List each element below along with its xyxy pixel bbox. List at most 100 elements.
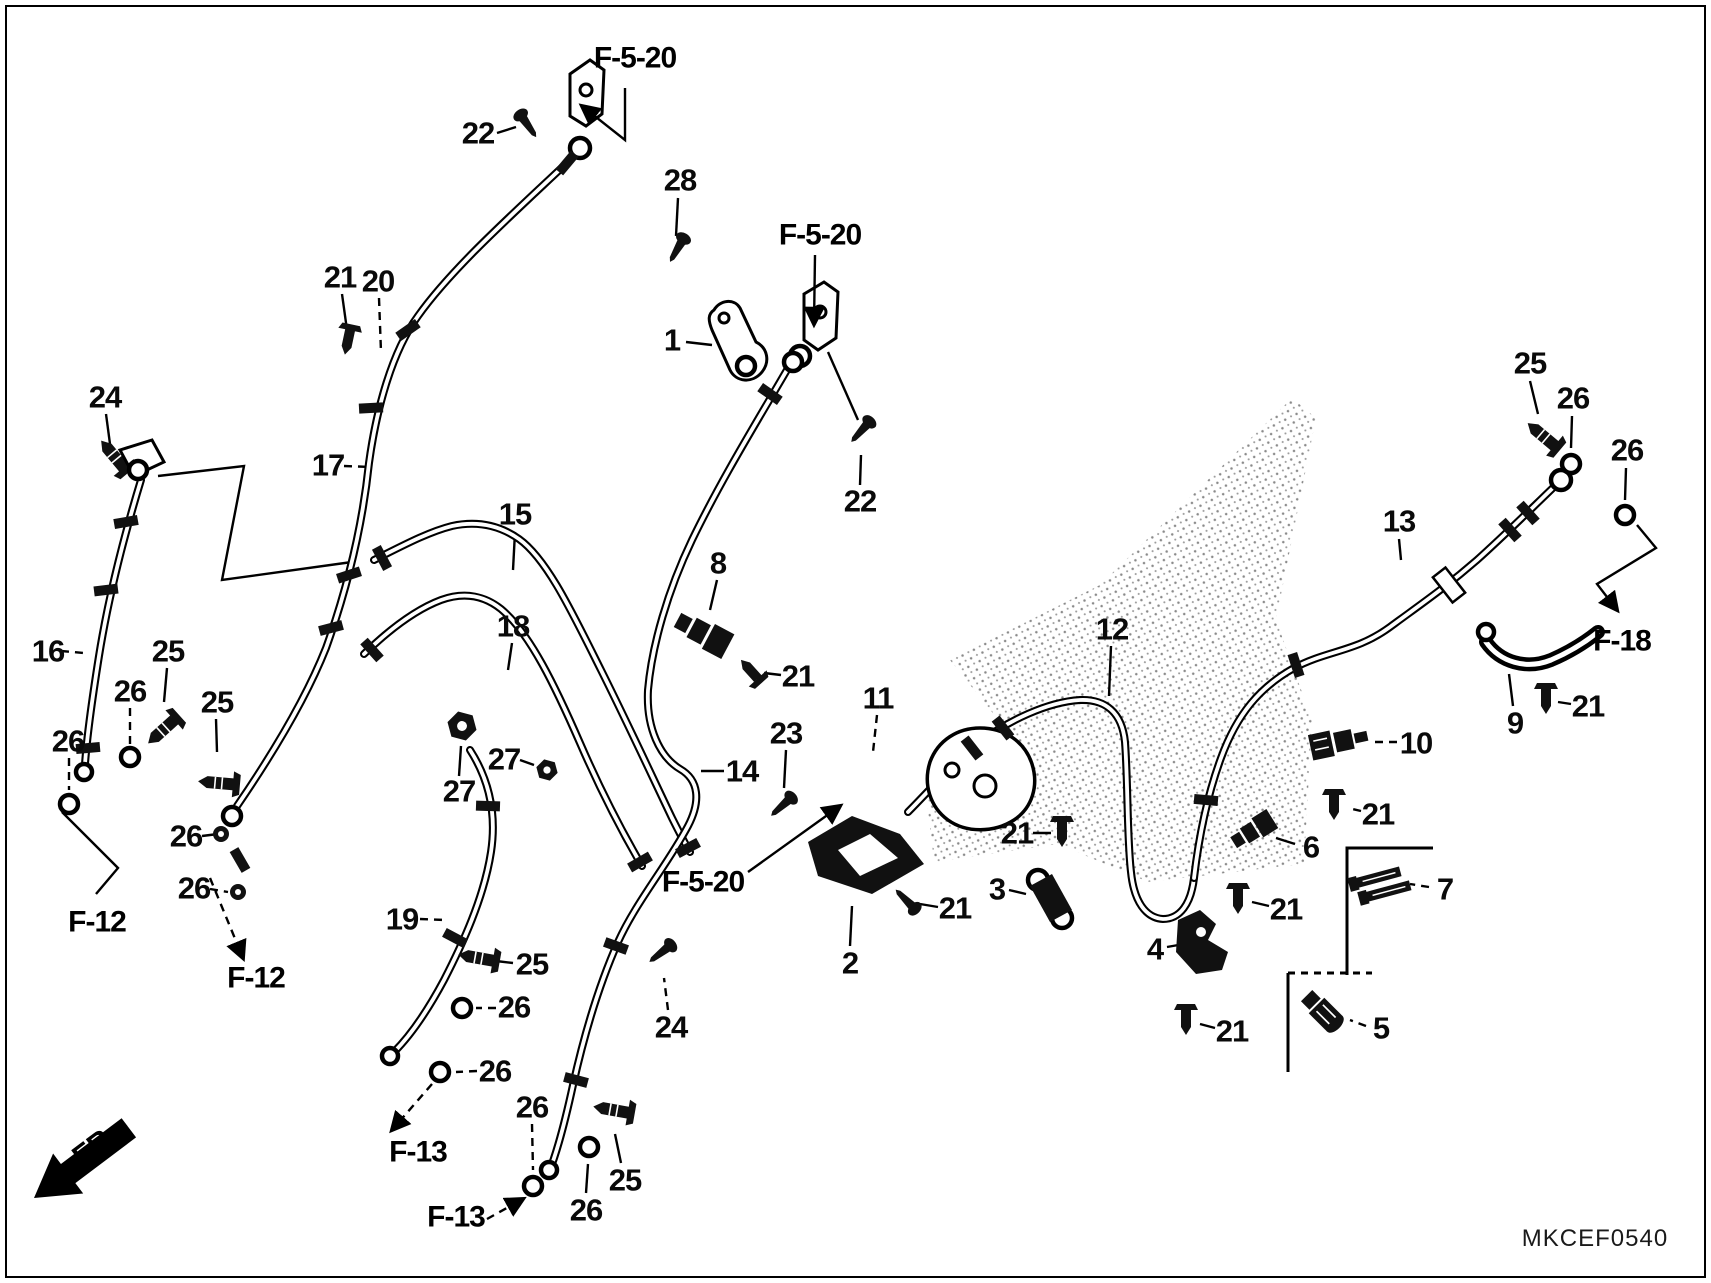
eyelet-ring bbox=[734, 354, 758, 378]
leader-line bbox=[377, 297, 383, 353]
hose-fitting-band bbox=[318, 620, 344, 636]
bolt bbox=[1322, 789, 1346, 820]
callout-21: 21 bbox=[324, 260, 357, 295]
leader-line bbox=[530, 1123, 535, 1171]
callout-26: 26 bbox=[1611, 433, 1644, 468]
ref-label-F-5-20: F-5-20 bbox=[594, 42, 677, 75]
callout-25: 25 bbox=[1514, 346, 1547, 381]
callout-26: 26 bbox=[516, 1090, 549, 1125]
leader-line bbox=[60, 649, 85, 655]
hose-fitting-band bbox=[563, 1072, 589, 1088]
hose-fitting-band bbox=[1498, 517, 1522, 543]
leader-line bbox=[1507, 673, 1515, 707]
callout-25: 25 bbox=[152, 634, 185, 669]
hose-fitting-band bbox=[960, 735, 984, 761]
callout-25: 25 bbox=[516, 947, 549, 982]
callout-21: 21 bbox=[1572, 689, 1605, 724]
hose-fitting-band bbox=[603, 937, 629, 955]
detail-circle bbox=[943, 761, 961, 779]
eyelet-ring bbox=[1548, 467, 1574, 493]
leader-line bbox=[919, 902, 939, 909]
pan-screw bbox=[649, 938, 678, 962]
callout-21: 21 bbox=[1270, 892, 1303, 927]
callout-14: 14 bbox=[726, 754, 760, 789]
hose-13-core bbox=[1192, 482, 1559, 880]
ref-label-F-12: F-12 bbox=[227, 962, 285, 995]
detail-circle bbox=[972, 773, 998, 799]
callout-17: 17 bbox=[312, 448, 344, 483]
flare-nut bbox=[447, 711, 477, 741]
part-outline bbox=[568, 58, 606, 128]
leader-line bbox=[1275, 836, 1296, 846]
detail-circle bbox=[717, 311, 731, 325]
ref-label-F-12: F-12 bbox=[68, 906, 126, 939]
callout-4: 4 bbox=[1147, 932, 1165, 967]
pan-screw bbox=[513, 108, 537, 138]
leader-line bbox=[104, 413, 112, 445]
sealing-washer bbox=[118, 745, 142, 769]
hose-joint-fitting bbox=[1230, 809, 1279, 849]
part-outline bbox=[1483, 629, 1601, 667]
leader-line bbox=[343, 464, 373, 469]
leader-line bbox=[1347, 806, 1362, 813]
leader-line bbox=[61, 811, 120, 895]
grommet-washer bbox=[230, 884, 246, 900]
hose-fitting-band bbox=[1287, 652, 1305, 678]
part-silhouette-cutout bbox=[1196, 927, 1206, 937]
leader-line bbox=[848, 905, 854, 947]
leader-line bbox=[496, 125, 517, 135]
hose-fitting-band bbox=[757, 383, 783, 405]
callout-8: 8 bbox=[710, 546, 727, 581]
callout-26: 26 bbox=[570, 1193, 603, 1228]
bolt bbox=[338, 322, 362, 355]
hose-fitting-band bbox=[475, 800, 501, 812]
callout-26: 26 bbox=[479, 1054, 512, 1089]
banjo-fitting bbox=[1307, 729, 1369, 761]
leader-line bbox=[506, 642, 514, 671]
leader-line bbox=[674, 197, 680, 237]
leader-line bbox=[1199, 1022, 1216, 1030]
callout-12: 12 bbox=[1096, 612, 1128, 647]
leader-line bbox=[871, 714, 879, 753]
callout-22: 22 bbox=[844, 484, 876, 519]
leader-line bbox=[1008, 888, 1027, 896]
callout-26: 26 bbox=[114, 674, 147, 709]
leader-line bbox=[613, 1133, 623, 1164]
sealing-washer bbox=[57, 792, 81, 816]
leader-line bbox=[747, 803, 844, 873]
leader-line bbox=[455, 1069, 478, 1074]
hose-fitting-band bbox=[371, 545, 393, 571]
leader-line bbox=[1397, 538, 1403, 561]
callout-20: 20 bbox=[362, 264, 394, 299]
bolt bbox=[1534, 683, 1558, 714]
pan-screw bbox=[895, 889, 922, 916]
callout-18: 18 bbox=[497, 609, 530, 644]
pan-screw bbox=[771, 790, 798, 816]
callout-25: 25 bbox=[201, 685, 234, 720]
detail-circle bbox=[812, 304, 828, 320]
hose-fitting-band bbox=[358, 402, 384, 414]
flange-bolt bbox=[1527, 423, 1567, 458]
sealing-washer bbox=[1559, 452, 1583, 476]
hose-fitting-band bbox=[336, 566, 362, 584]
bolt bbox=[1226, 883, 1250, 914]
eyelet-ring bbox=[538, 1159, 560, 1181]
hose-clamp bbox=[1431, 565, 1467, 605]
callout-24: 24 bbox=[655, 1010, 689, 1045]
flange-bolt bbox=[593, 1099, 637, 1126]
leader-line bbox=[519, 758, 535, 767]
joint-bolt bbox=[1300, 989, 1344, 1033]
callout-26: 26 bbox=[178, 871, 211, 906]
hose-fitting-band bbox=[1516, 500, 1540, 526]
hose-fitting-band bbox=[442, 927, 468, 949]
leader-line bbox=[584, 1163, 590, 1194]
part-outline bbox=[707, 300, 769, 382]
hose-fitting-band bbox=[555, 150, 579, 176]
hose-fitting-band bbox=[395, 319, 421, 341]
sealing-washer bbox=[428, 1060, 452, 1084]
callout-23: 23 bbox=[770, 716, 803, 751]
diagram-code: MKCEF0540 bbox=[1522, 1225, 1668, 1252]
leader-line bbox=[685, 340, 713, 347]
hose-fitting-band bbox=[1193, 793, 1219, 807]
double-bolt bbox=[1347, 866, 1412, 906]
